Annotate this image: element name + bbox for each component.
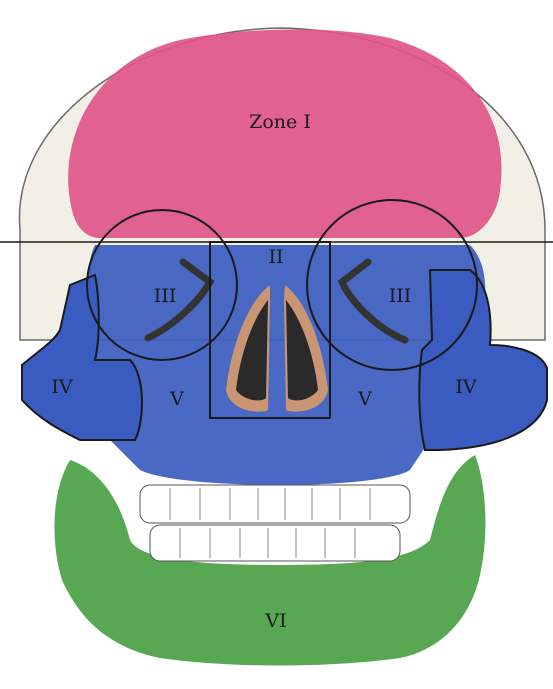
zone-4-right-label: IV <box>455 376 477 398</box>
zone-3-right-label: III <box>389 285 412 307</box>
zone-4-left-label: IV <box>51 376 73 398</box>
teeth-group <box>140 485 410 561</box>
zone-1-region <box>68 30 501 238</box>
zone-1-label: Zone I <box>249 111 311 133</box>
zone-5-left-label: V <box>169 388 184 410</box>
zone-6-label: VI <box>264 610 286 632</box>
zone-2-label: II <box>268 246 283 268</box>
zone-5-right-label: V <box>357 388 372 410</box>
lower-teeth <box>150 525 400 561</box>
zone-3-left-label: III <box>154 285 177 307</box>
